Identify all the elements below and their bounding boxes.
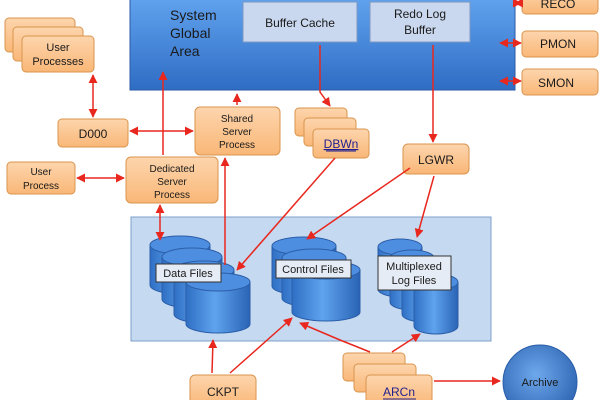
- arrow-ckpt-data-files: [208, 339, 218, 374]
- arrow-buffer-cache-dbwn: [319, 45, 331, 107]
- arrow-dbwn-data-files: [236, 157, 336, 271]
- sga-label-2: Global: [170, 25, 210, 41]
- archive-label: Archive: [522, 377, 559, 389]
- lgwr-label: LGWR: [418, 153, 454, 167]
- arcn-process-stack[interactable]: ARCn: [342, 352, 433, 400]
- sga-label-3: Area: [170, 43, 200, 59]
- archive-storage[interactable]: Archive: [502, 344, 578, 400]
- arcn-label: ARCn: [383, 385, 415, 399]
- user-processes-label-2: Processes: [32, 56, 84, 68]
- reco-process[interactable]: RECO: [521, 0, 599, 15]
- log-files-cylinders[interactable]: Multiplexed Log Files: [377, 238, 459, 335]
- dbwn-process-stack[interactable]: DBWn: [294, 107, 370, 159]
- d000-process[interactable]: D000: [57, 118, 129, 148]
- ckpt-process[interactable]: CKPT: [189, 374, 257, 400]
- user-process-label-1: User: [30, 167, 52, 178]
- shared-server-label-3: Process: [219, 140, 255, 151]
- buffer-cache[interactable]: Buffer Cache: [242, 1, 358, 43]
- data-files-label: Data Files: [163, 268, 213, 280]
- d000-label: D000: [79, 127, 108, 141]
- buffer-cache-label: Buffer Cache: [265, 16, 335, 30]
- arrow-lgwr-control-files: [306, 167, 411, 240]
- arrow-lgwr-log-files: [414, 175, 435, 238]
- lgwr-process[interactable]: LGWR: [402, 143, 470, 175]
- pmon-label: PMON: [540, 37, 576, 51]
- redo-log-buffer-label-2: Buffer: [404, 23, 436, 37]
- ckpt-label: CKPT: [207, 385, 240, 399]
- smon-process[interactable]: SMON: [521, 68, 599, 96]
- dedicated-server-label-1: Dedicated: [149, 164, 194, 175]
- user-process[interactable]: User Process: [6, 161, 76, 195]
- shared-server-process[interactable]: Shared Server Process: [194, 106, 281, 156]
- log-files-label-1: Multiplexed: [386, 261, 442, 273]
- dedicated-server-label-3: Process: [154, 190, 190, 201]
- arrow-arcn-control-files: [299, 322, 371, 353]
- dbwn-label: DBWn: [324, 137, 359, 151]
- sga-label-1: System: [170, 7, 217, 23]
- reco-label: RECO: [541, 0, 576, 11]
- pmon-process[interactable]: PMON: [521, 30, 599, 58]
- redo-log-buffer[interactable]: Redo Log Buffer: [369, 1, 471, 43]
- shared-server-label-2: Server: [222, 127, 252, 138]
- arrow-ckpt-control-files: [229, 317, 293, 374]
- user-processes-label-1: User: [46, 42, 70, 54]
- control-files-cylinders[interactable]: Control Files: [271, 236, 361, 322]
- arrow-arcn-log-files: [391, 333, 421, 353]
- dedicated-server-process[interactable]: Dedicated Server Process: [125, 156, 219, 204]
- user-process-label-2: Process: [23, 181, 59, 192]
- log-files-label-2: Log Files: [392, 275, 437, 287]
- redo-log-buffer-label-1: Redo Log: [394, 7, 446, 21]
- arrows: [76, 0, 524, 386]
- smon-label: SMON: [538, 76, 574, 90]
- dedicated-server-label-2: Server: [157, 177, 187, 188]
- control-files-label: Control Files: [282, 264, 344, 276]
- data-files-cylinders[interactable]: Data Files: [149, 235, 251, 334]
- shared-server-label-1: Shared: [221, 114, 253, 125]
- user-processes-stack[interactable]: User Processes: [4, 17, 95, 73]
